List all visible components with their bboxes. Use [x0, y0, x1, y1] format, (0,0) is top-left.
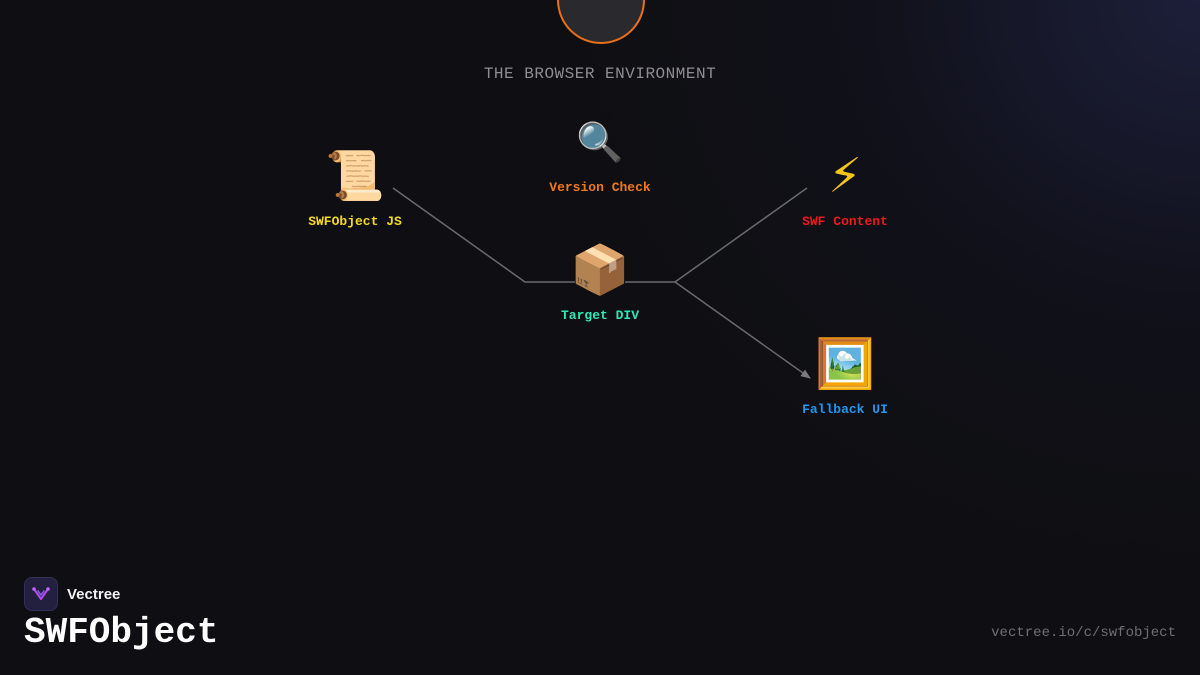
scroll-icon: 📜 — [325, 148, 385, 204]
node-label: SWFObject JS — [308, 214, 402, 229]
brand-name: Vectree — [67, 585, 121, 603]
framed-picture-icon: 🖼️ — [815, 336, 875, 392]
brand: Vectree — [24, 577, 120, 611]
node-label: SWF Content — [802, 214, 888, 229]
node-label: Target DIV — [560, 308, 639, 323]
node-swf-content[interactable]: ⚡ SWF Content — [745, 148, 945, 229]
node-version-check[interactable]: 🔍 Version Check — [500, 114, 700, 195]
page-url[interactable]: vectree.io/c/swfobject — [991, 625, 1176, 641]
connector-target-to-fallback — [674, 281, 811, 379]
node-fallback-ui[interactable]: 🖼️ Fallback UI — [745, 336, 945, 417]
node-label: Version Check — [549, 180, 651, 195]
diagram-title: THE BROWSER ENVIRONMENT — [483, 65, 717, 83]
node-target-div[interactable]: 📦 Target DIV — [500, 242, 700, 323]
vectree-logo-icon — [24, 577, 58, 611]
page-title: SWFObject — [24, 612, 219, 653]
magnifier-icon: 🔍 — [576, 120, 624, 164]
package-icon: 📦 — [570, 242, 630, 298]
lightning-icon: ⚡ — [828, 148, 862, 204]
node-swfobject-js[interactable]: 📜 SWFObject JS — [255, 148, 455, 229]
node-label: Fallback UI — [802, 402, 888, 417]
connector-swfobject-to-target — [392, 187, 575, 283]
